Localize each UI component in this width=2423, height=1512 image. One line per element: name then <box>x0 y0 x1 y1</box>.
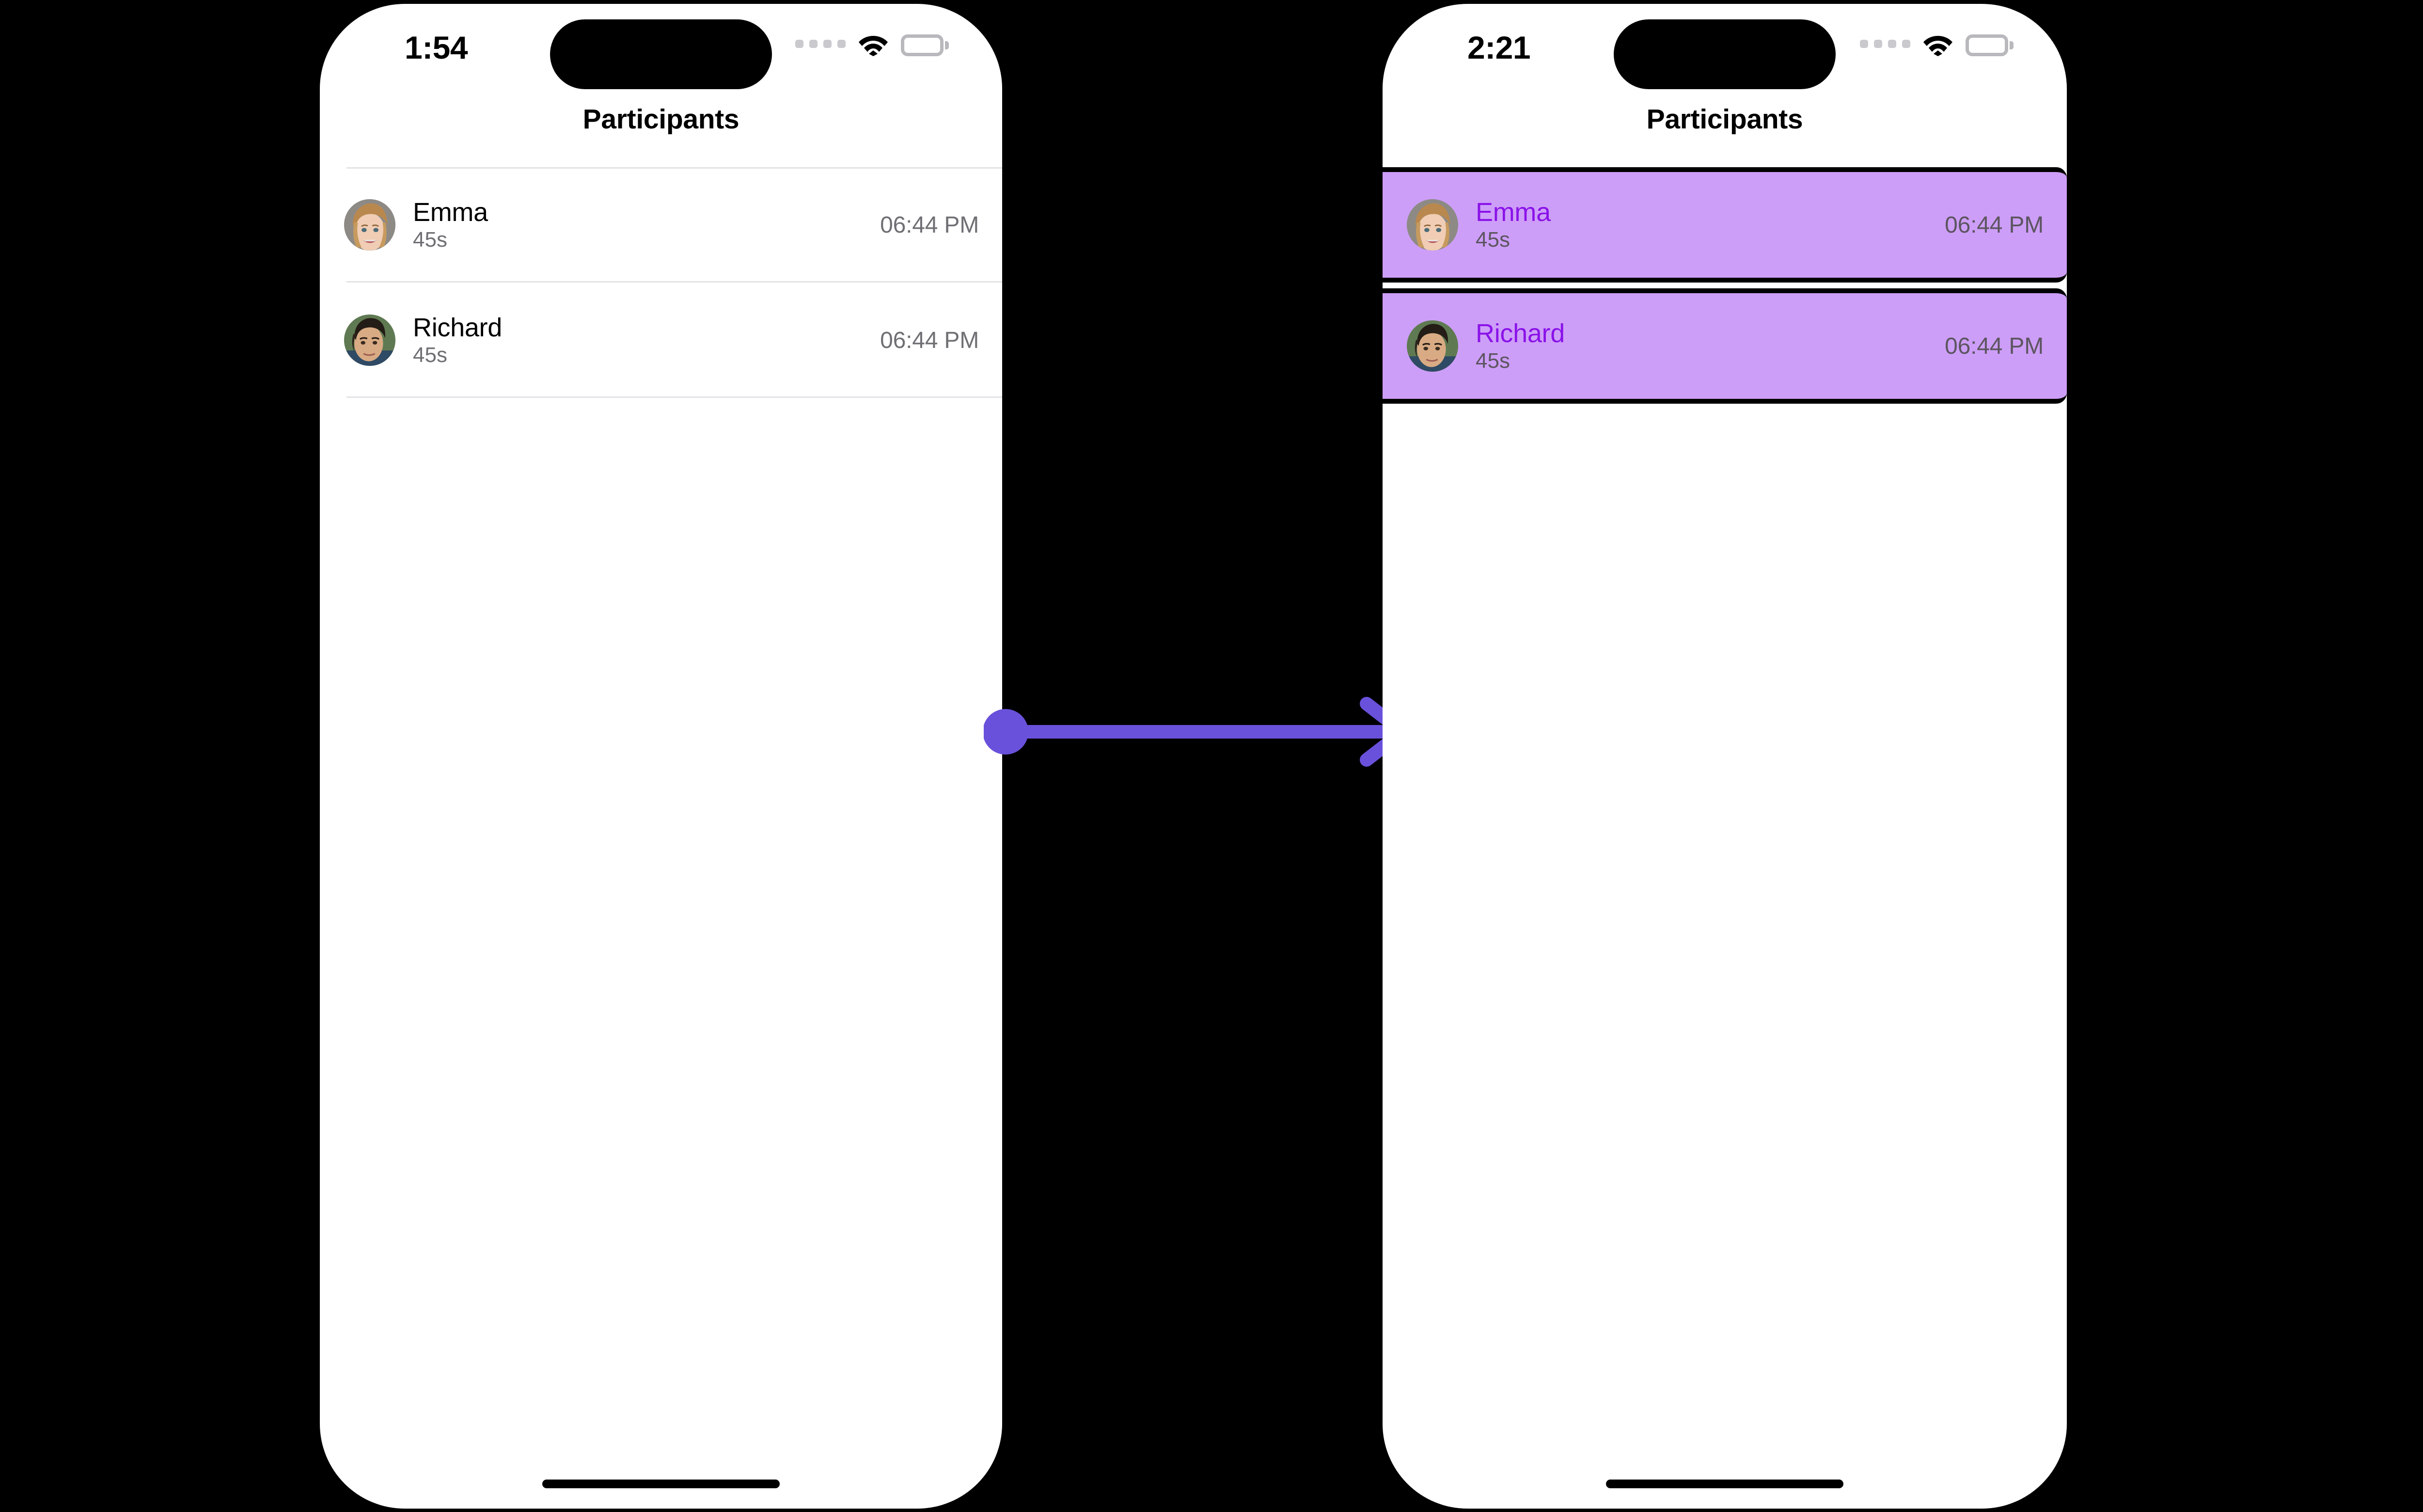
participant-time: 06:44 PM <box>1945 212 2044 238</box>
list-item-texts: Emma 45s <box>1476 197 1551 252</box>
participant-name: Richard <box>1476 318 1565 348</box>
page-title: Participants <box>1646 104 1803 135</box>
home-indicator[interactable] <box>542 1480 780 1488</box>
avatar-richard <box>344 315 395 366</box>
participant-duration: 45s <box>413 343 447 367</box>
status-bar-icons <box>1860 34 2014 56</box>
participants-list: Emma 45s 06:44 PM <box>1383 167 2067 410</box>
participants-list: Emma 45s 06:44 PM <box>320 167 1002 398</box>
status-bar-clock: 2:21 <box>1467 30 1531 65</box>
list-item[interactable]: Emma 45s 06:44 PM <box>320 167 1002 283</box>
list-item-texts: Richard 45s <box>413 314 502 367</box>
avatar-emma <box>1407 199 1458 251</box>
list-item-selected[interactable]: Emma 45s 06:44 PM <box>1383 167 2067 283</box>
participant-time: 06:44 PM <box>880 327 979 353</box>
annotation-arrow <box>984 693 1425 771</box>
phone-screen-before: 1:54 Participants <box>320 4 1002 1509</box>
dynamic-island <box>550 19 772 89</box>
dynamic-island <box>1614 19 1836 89</box>
participant-duration: 45s <box>413 228 447 252</box>
participant-duration: 45s <box>1476 349 1510 373</box>
cellular-dots-icon <box>1860 39 1910 51</box>
status-bar: 2:21 <box>1383 4 2067 96</box>
list-item-texts: Emma 45s <box>413 197 488 252</box>
list-item-selected[interactable]: Richard 45s 06:44 PM <box>1383 288 2067 404</box>
status-bar-clock: 1:54 <box>405 30 468 65</box>
list-divider <box>346 281 1002 283</box>
battery-full-icon <box>1966 34 2014 56</box>
participant-name: Emma <box>1476 197 1551 227</box>
home-indicator[interactable] <box>1606 1480 1843 1488</box>
avatar-richard <box>1407 320 1458 372</box>
avatar-emma <box>344 199 395 251</box>
list-item[interactable]: Richard 45s 06:44 PM <box>320 283 1002 398</box>
participant-duration: 45s <box>1476 228 1510 252</box>
participant-name: Richard <box>413 313 502 342</box>
list-item-texts: Richard 45s <box>1476 318 1565 373</box>
page-title: Participants <box>582 104 739 135</box>
wifi-icon <box>1923 34 1953 56</box>
phone-screen-after: 2:21 Participants <box>1383 4 2067 1509</box>
cellular-dots-icon <box>795 39 846 51</box>
battery-full-icon <box>901 34 949 56</box>
status-bar: 1:54 <box>320 4 1002 96</box>
status-bar-icons <box>795 34 949 56</box>
participant-time: 06:44 PM <box>880 212 979 238</box>
list-divider <box>346 396 1002 398</box>
participant-name: Emma <box>413 197 488 227</box>
participant-time: 06:44 PM <box>1945 333 2044 359</box>
wifi-icon <box>858 34 888 56</box>
